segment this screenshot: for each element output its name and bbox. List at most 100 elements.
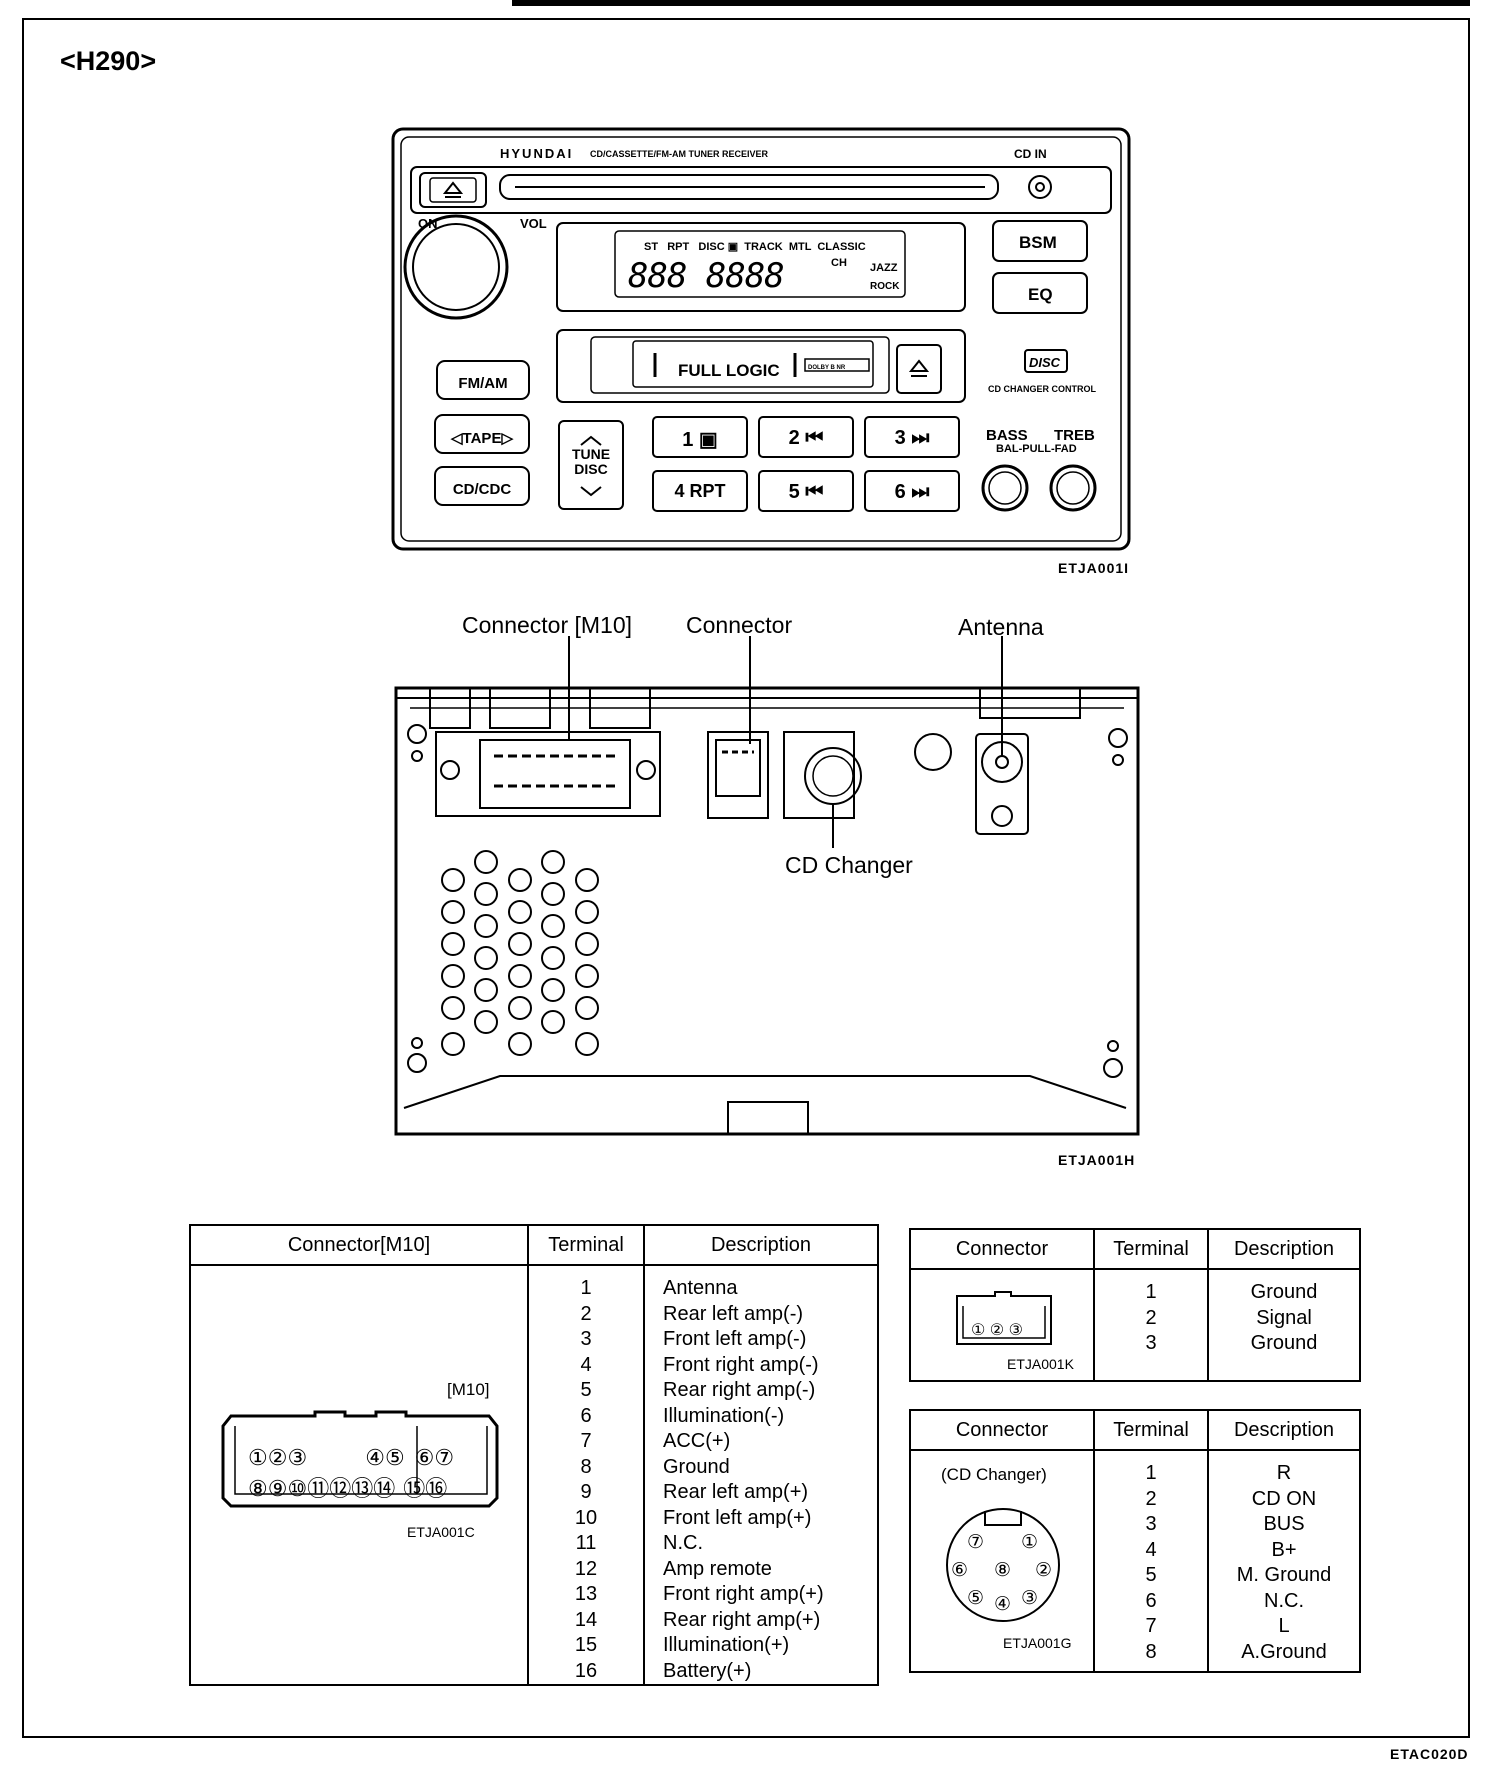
fm-am-label: FM/AM: [458, 375, 508, 392]
description-cell: Front left amp(+): [663, 1506, 812, 1529]
tape-door: [632, 340, 874, 388]
m10-pin: ⑬: [351, 1476, 374, 1501]
description-cell: Signal: [1256, 1306, 1312, 1329]
treble-knob[interactable]: [1049, 464, 1097, 512]
din-pin-6: ⑥: [951, 1560, 969, 1581]
connector-pin: ①: [971, 1322, 986, 1339]
rear-cd-changer-socket: [783, 731, 862, 819]
lcd-display: [614, 230, 906, 298]
description-cell: Ground: [663, 1455, 730, 1478]
tune-disc-button[interactable]: [558, 420, 624, 510]
preset-label-2: 2 ⏮: [788, 427, 824, 449]
terminal-cell: 8: [580, 1455, 592, 1478]
disc-label: DISC: [574, 461, 608, 477]
header-connector: Connector: [909, 1409, 1095, 1451]
terminal-cell: 8: [1145, 1640, 1157, 1663]
header-terminal: Terminal: [1093, 1409, 1209, 1451]
description-cell: N.C.: [1264, 1589, 1304, 1612]
front-figure-code: ETJA001I: [1058, 560, 1130, 576]
m10-figure-code: ETJA001C: [407, 1524, 475, 1540]
m10-pin: ⑥: [414, 1445, 435, 1470]
preset-label-6: 6 ⏭: [894, 481, 930, 503]
description-cell: Front left amp(-): [663, 1328, 807, 1350]
display-digits: 888 8888: [628, 256, 785, 296]
full-logic-label: FULL LOGIC: [678, 361, 780, 380]
disc-logo-icon: [1024, 349, 1068, 373]
cd-in-label: CD IN: [1014, 147, 1047, 161]
tape-button[interactable]: [434, 414, 530, 454]
terminal-cell: 16: [574, 1659, 598, 1682]
display-indicators: ST RPT DISC ▣ TRACK MTL CLASSIC: [644, 241, 866, 253]
rear-vent-holes: [441, 850, 599, 1056]
description-cell: BUS: [1263, 1513, 1305, 1535]
description-cell: ACC(+): [663, 1430, 731, 1452]
table-cd-changer: Connector Terminal Description (CD Chang…: [909, 1409, 1361, 1673]
m10-pin: ⑪: [307, 1476, 330, 1501]
cd-changer-control-label: CD CHANGER CONTROL: [988, 384, 1096, 394]
description-cell: A.Ground: [1241, 1640, 1327, 1663]
header-terminal: Terminal: [1093, 1228, 1209, 1270]
cd-cdc-label: CD/CDC: [452, 481, 512, 498]
cd-eject-button[interactable]: [419, 172, 487, 208]
din-pin-2: ②: [1035, 1560, 1053, 1581]
cd-cdc-button[interactable]: [434, 466, 530, 506]
preset-button-5[interactable]: [758, 470, 854, 512]
fm-am-button[interactable]: [436, 360, 530, 400]
description-cell: Illumination(-): [663, 1404, 785, 1427]
bass-knob[interactable]: [981, 464, 1029, 512]
top-rule: [512, 0, 1470, 6]
preset-button-3[interactable]: [864, 416, 960, 458]
terminal-cell: 2: [1145, 1487, 1157, 1510]
tune-label: TUNE: [571, 446, 611, 462]
description-cell: M. Ground: [1236, 1564, 1332, 1586]
dolby-logo: [804, 358, 870, 372]
terminal-cell: 12: [574, 1557, 598, 1580]
terminal-cell: 5: [1145, 1564, 1157, 1586]
din-pin-3: ③: [1021, 1588, 1039, 1609]
din-pin-8: ⑧: [994, 1560, 1012, 1581]
bsm-label: BSM: [1019, 233, 1057, 252]
terminal-cell: 13: [574, 1583, 598, 1605]
din-pin-1: ①: [1021, 1532, 1039, 1553]
rear-figure-code: ETJA001H: [1058, 1152, 1136, 1168]
terminal-cell: 7: [1145, 1615, 1157, 1637]
vol-label: VOL: [520, 216, 547, 231]
volume-knob[interactable]: [403, 214, 509, 320]
preset-button-6[interactable]: [864, 470, 960, 512]
header-connector: Connector: [909, 1228, 1095, 1270]
display-rock: ROCK: [870, 281, 900, 292]
preset-button-4[interactable]: [652, 470, 748, 512]
cd-changer-diagram-cell: (CD Changer) ⑦ ① ⑥ ⑧ ② ⑤ ④ ③ ETJA001G: [909, 1449, 1095, 1673]
preset-button-1[interactable]: [652, 416, 748, 458]
cd-in-jack[interactable]: [1028, 175, 1052, 199]
description-cell: CD ON: [1251, 1487, 1317, 1510]
description-cell: Rear right amp(+): [663, 1608, 821, 1631]
bsm-button[interactable]: [992, 220, 1088, 262]
terminal-cell: 1: [1145, 1462, 1157, 1484]
terminal-cell: 14: [574, 1608, 598, 1631]
description-cell: Ground: [1250, 1281, 1318, 1303]
preset-button-2[interactable]: [758, 416, 854, 458]
tape-label: ◁TAPE▷: [451, 430, 513, 447]
eq-button[interactable]: [992, 272, 1088, 314]
description-cell: B+: [1271, 1538, 1297, 1561]
preset-label-5: 5 ⏮: [788, 481, 824, 503]
terminal-cell: 11: [575, 1532, 597, 1554]
radio-rear-panel: [394, 636, 1140, 1136]
label-cd-changer: CD Changer: [785, 852, 913, 878]
terminal-cell: 15: [574, 1634, 598, 1656]
description-cell: Front right amp(+): [663, 1583, 824, 1605]
m10-pin: ②: [267, 1445, 288, 1470]
tape-eject-button[interactable]: [896, 344, 942, 394]
terminal-cell: 6: [1145, 1589, 1157, 1612]
header-description: Description: [643, 1224, 879, 1266]
preset-label-4: 4 RPT: [674, 481, 726, 501]
m10-pin: ⑫: [329, 1476, 352, 1501]
terminal-cell: 9: [580, 1481, 592, 1503]
connector-figure-code: ETJA001K: [1007, 1356, 1074, 1372]
